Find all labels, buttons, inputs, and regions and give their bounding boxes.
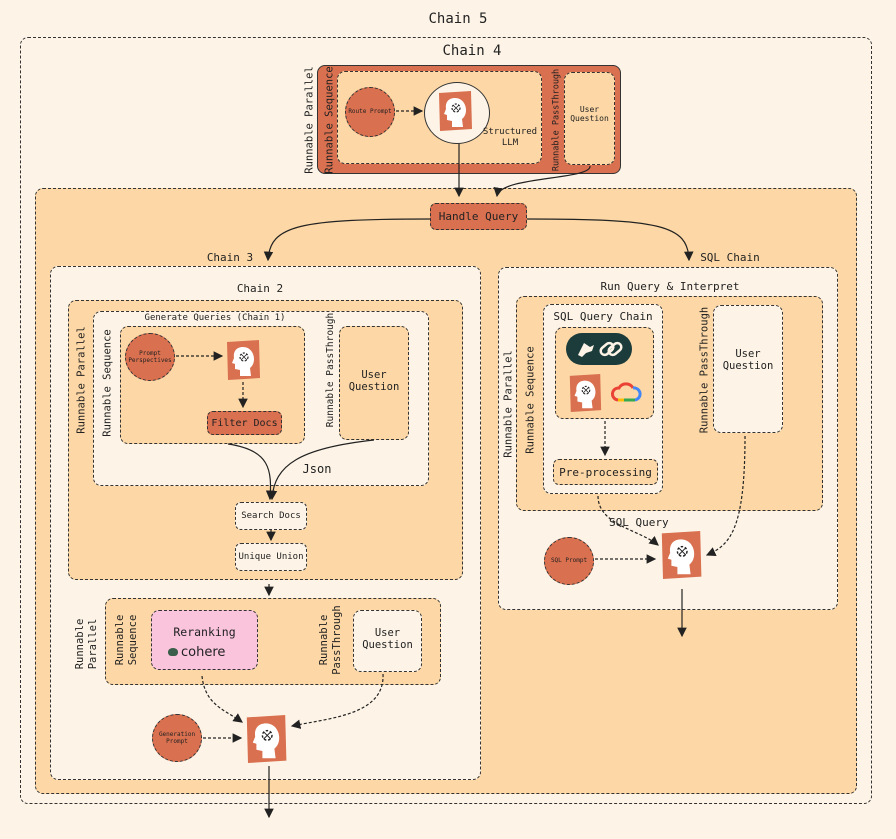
structured-llm-icon [438, 91, 472, 131]
handle-query-node: Handle Query [430, 203, 527, 230]
chain4-user-question: User Question [570, 105, 609, 123]
chain2-title: Chain 2 [236, 282, 284, 295]
generate-queries-llm-icon [226, 340, 260, 380]
structured-llm-label: Structured LLM [482, 127, 538, 148]
sql-runnable-passthrough-label: Runnable PassThrough [698, 306, 711, 434]
chain3-runnable-sequence-label: Runnable Sequence [113, 614, 139, 666]
cohere-icon [168, 648, 178, 656]
filter-docs-label: Filter Docs [211, 417, 278, 429]
sql-query-label: SQL Query [609, 516, 669, 529]
pre-processing-node: Pre-processing [553, 459, 658, 485]
generate-queries-title: Generate Queries (Chain 1) [144, 313, 286, 323]
google-cloud-icon [610, 380, 642, 404]
handle-query-label: Handle Query [438, 210, 519, 223]
generation-llm-icon [245, 715, 287, 763]
sql-prompt-label: SQL Prompt [550, 557, 588, 565]
chain2-runnable-parallel-label: Runnable Parallel [75, 326, 88, 434]
chain4-runnable-passthrough-label: Runnable PassThrough [551, 68, 562, 172]
pre-processing-label: Pre-processing [559, 465, 652, 479]
route-prompt-label: Route Prompt [348, 108, 392, 116]
unique-union-label: Unique Union [238, 552, 304, 562]
prompt-perspectives-node: Prompt Perspectives [125, 333, 175, 381]
reranking-label: Reranking [173, 625, 236, 639]
sql-llm-icon [568, 374, 602, 412]
reranking-box [151, 610, 258, 670]
chain4-title: Chain 4 [442, 43, 502, 59]
langchain-logo-icon [566, 333, 632, 365]
filter-docs-node: Filter Docs [207, 411, 282, 435]
chain3-runnable-parallel-label: Runnable Parallel [73, 618, 99, 670]
chain4-user-question-box [564, 72, 615, 165]
search-docs-node: Search Docs [235, 502, 307, 530]
prompt-perspectives-label: Prompt Perspectives [128, 349, 172, 364]
chain4-runnable-sequence-label: Runnable Sequence [323, 66, 336, 174]
cohere-logo: cohere [168, 645, 225, 660]
sql-prompt-node: SQL Prompt [544, 537, 594, 585]
json-label: Json [302, 462, 332, 476]
sql-final-llm-icon [660, 531, 702, 579]
sql-user-question-box [713, 305, 783, 433]
sql-runnable-parallel-label: Runnable Parallel [502, 350, 515, 458]
chain2-runnable-passthrough-label: Runnable PassThrough [325, 312, 337, 428]
sql-chain-title: SQL Chain [700, 251, 760, 264]
route-prompt-node: Route Prompt [345, 87, 395, 137]
chain3-user-question-box [353, 610, 422, 672]
sql-user-question: User Question [722, 348, 774, 372]
chain5-title: Chain 5 [428, 11, 488, 27]
cohere-label: cohere [181, 645, 226, 660]
sql-query-chain-title: SQL Query Chain [553, 310, 653, 323]
chain3-runnable-passthrough-label: Runnable PassThrough [317, 605, 343, 675]
generation-prompt-node: Generation Prompt [152, 714, 202, 762]
generation-prompt-label: Generation Prompt [158, 730, 196, 745]
run-query-title: Run Query & Interpret [600, 280, 740, 293]
unique-union-node: Unique Union [235, 543, 307, 571]
chain3-user-question: User Question [362, 627, 413, 651]
chain2-user-question: User Question [348, 369, 400, 393]
sql-runnable-sequence-label: Runnable Sequence [524, 346, 537, 454]
chain3-title: Chain 3 [206, 251, 254, 264]
search-docs-label: Search Docs [241, 511, 301, 521]
chain4-runnable-parallel-label: Runnable Parallel [303, 66, 316, 174]
chain2-runnable-sequence-label: Runnable Sequence [101, 329, 114, 437]
chain2-user-question-box [339, 326, 409, 440]
